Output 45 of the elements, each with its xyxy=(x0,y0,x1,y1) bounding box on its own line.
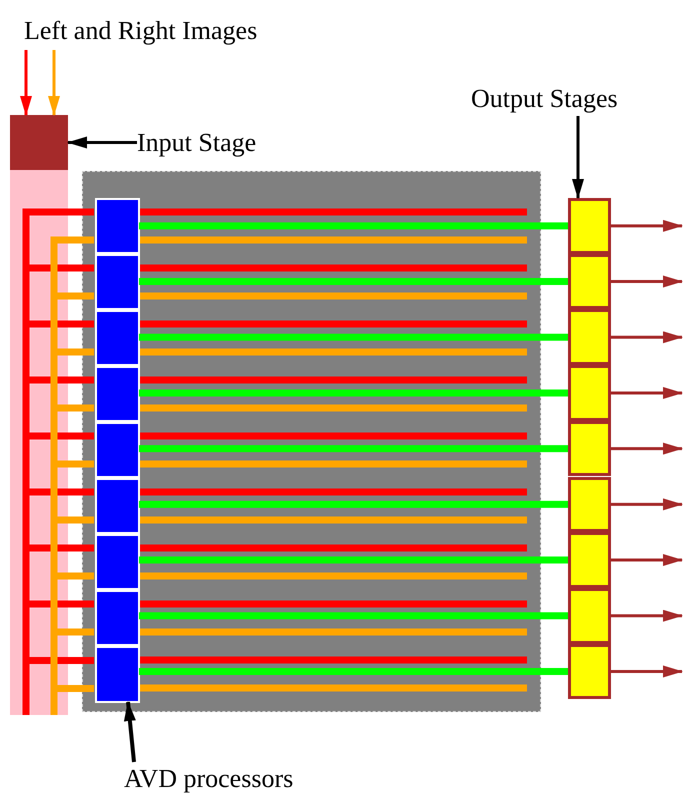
processor-block xyxy=(95,422,140,478)
processor-block xyxy=(95,254,140,310)
arrow xyxy=(611,498,683,510)
signal-line xyxy=(139,556,568,564)
signal-line xyxy=(139,612,568,620)
arrow xyxy=(611,665,683,678)
arrow xyxy=(611,331,683,344)
arrow xyxy=(611,610,683,622)
arrow xyxy=(48,50,60,116)
signal-line xyxy=(139,389,568,396)
output-stage-block xyxy=(568,588,611,644)
output-stage-block xyxy=(568,644,611,700)
leader-line xyxy=(124,701,136,762)
processor-block xyxy=(95,366,140,422)
output-stage-block xyxy=(568,532,611,588)
processor-block xyxy=(95,646,140,703)
callout-label: Output Stages xyxy=(471,82,618,116)
arrow xyxy=(611,554,683,566)
leader-line xyxy=(572,116,584,199)
processor-block xyxy=(95,534,140,590)
processor-block xyxy=(95,590,140,646)
arrow xyxy=(611,220,683,232)
signal-line xyxy=(139,278,568,286)
arrow xyxy=(611,386,683,399)
processor-block xyxy=(95,310,140,366)
output-stage-block xyxy=(568,198,611,254)
callout-label: AVD processors xyxy=(124,762,294,796)
signal-line xyxy=(139,222,568,230)
output-stage-block xyxy=(568,476,611,532)
signal-line xyxy=(139,334,568,341)
arrow xyxy=(20,50,32,116)
output-stage-block xyxy=(568,254,611,310)
processor-block xyxy=(95,198,140,254)
diagram-label: Left and Right Images xyxy=(24,14,258,48)
callout-label: Input Stage xyxy=(137,126,256,160)
signal-line xyxy=(139,500,568,508)
processor-block xyxy=(95,478,140,534)
leader-line xyxy=(67,136,137,148)
output-stage-block xyxy=(568,365,611,421)
signal-line xyxy=(139,445,568,452)
output-stage-block xyxy=(568,420,611,476)
arrow xyxy=(611,442,683,455)
signal-line xyxy=(139,668,568,675)
arrow xyxy=(611,276,683,288)
output-stage-block xyxy=(568,309,611,366)
